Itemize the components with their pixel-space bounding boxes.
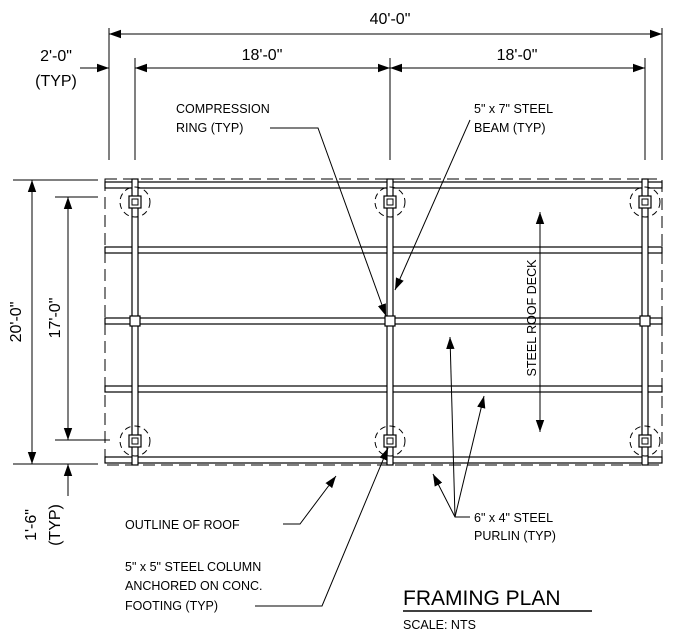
compression-rings xyxy=(129,315,651,327)
leader-lines xyxy=(255,119,486,607)
label-roof-deck: STEEL ROOF DECK xyxy=(525,259,539,377)
column-top-right xyxy=(629,186,661,218)
dim-overhang-x-note: (TYP) xyxy=(35,73,77,90)
extension-lines xyxy=(13,28,663,465)
purlins xyxy=(104,181,663,464)
label-beam-2: BEAM (TYP) xyxy=(474,121,546,135)
dim-overall: 40'-0" xyxy=(370,11,411,28)
dim-depth-overall: 20'-0" xyxy=(8,302,25,343)
dim-overhang-y-note: (TYP) xyxy=(47,504,64,546)
drawing-scale: SCALE: NTS xyxy=(403,618,476,632)
dimension-lines xyxy=(27,29,662,496)
drawing-title: FRAMING PLAN xyxy=(403,587,561,610)
label-outline-of-roof: OUTLINE OF ROOF xyxy=(125,518,240,532)
column-top-mid xyxy=(374,186,406,218)
label-purlin-2: PURLIN (TYP) xyxy=(474,529,556,543)
column-top-left xyxy=(119,186,151,218)
label-column-1: 5" x 5" STEEL COLUMN xyxy=(125,560,261,574)
dim-depth-inner: 17'-0" xyxy=(47,298,64,339)
label-purlin-1: 6" x 4" STEEL xyxy=(474,511,553,525)
dim-bay-left: 18'-0" xyxy=(242,47,283,64)
column-bottom-right xyxy=(629,425,661,457)
roof-outline xyxy=(104,178,663,466)
column-bottom-mid xyxy=(374,425,406,457)
dim-overhang-y: 1'-6" xyxy=(23,509,40,541)
dim-bay-right: 18'-0" xyxy=(497,47,538,64)
columns xyxy=(119,186,661,457)
label-column-3: FOOTING (TYP) xyxy=(125,599,218,613)
dim-overhang-x: 2'-0" xyxy=(40,48,72,65)
label-compression-ring-2: RING (TYP) xyxy=(176,121,243,135)
label-compression-ring-1: COMPRESSION xyxy=(176,102,270,116)
column-bottom-left xyxy=(119,425,151,457)
label-beam-1: 5" x 7" STEEL xyxy=(474,102,553,116)
label-column-2: ANCHORED ON CONC. xyxy=(125,579,263,593)
